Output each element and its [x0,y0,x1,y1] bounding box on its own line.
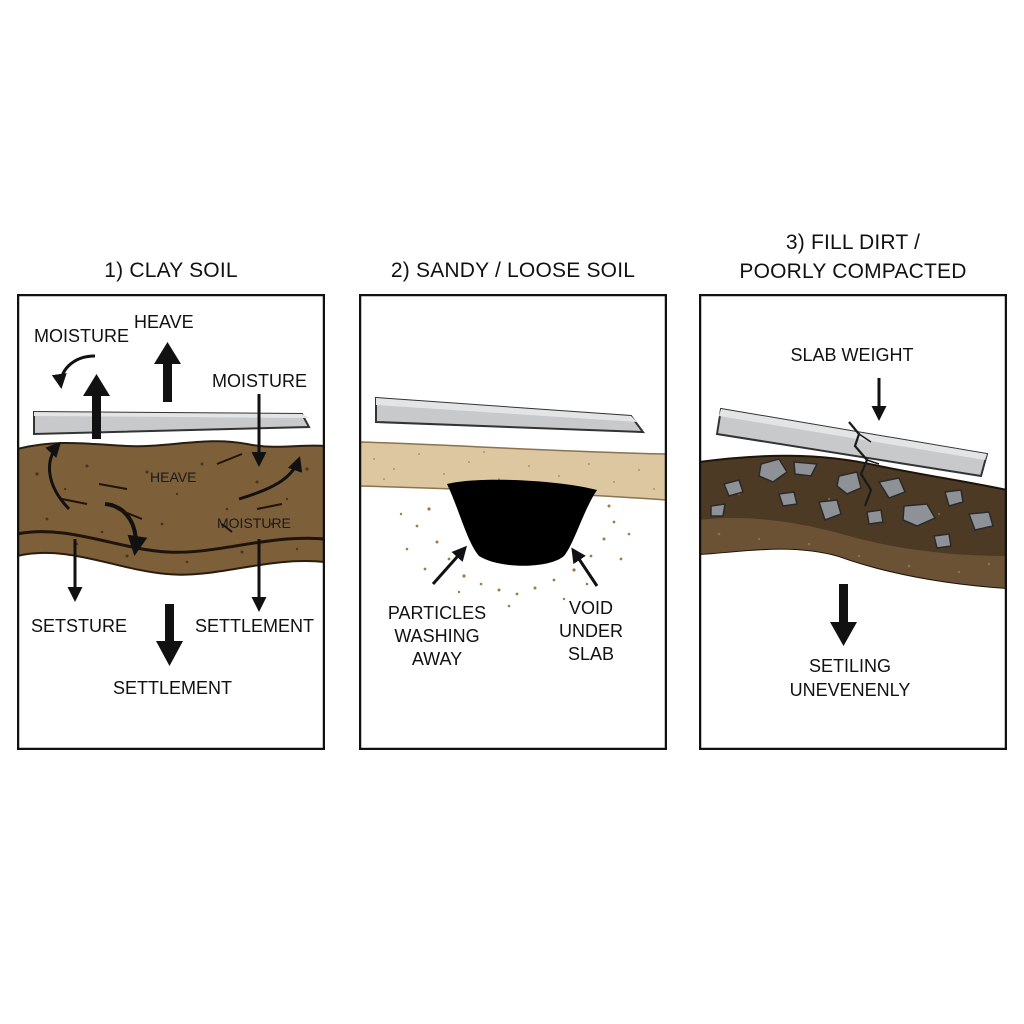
settlement-label-bottom: SETTLEMENT [113,678,232,698]
fill-dirt-lower-stratum [699,517,1007,588]
particles-label-line-2: WASHING [394,626,479,646]
particles-label-line-1: PARTICLES [388,603,486,623]
sandy-soil-panel: PARTICLES WASHING AWAY VOID UNDER SLAB [359,294,667,750]
slab-crack-branch [858,433,880,465]
void-label-line-2: UNDER [559,621,623,641]
washed-particles [399,504,631,608]
clay-soil-layer [17,440,325,576]
clay-soil-panel: MOISTURE HEAVE MOISTURE HEAVE MOISTURE S… [17,294,325,750]
void-label-line-1: VOID [569,598,613,618]
panel-3-title: 3) FILL DIRT / POORLY COMPACTED [700,228,1006,286]
heave-label-top: HEAVE [134,312,194,332]
particles-label: PARTICLES WASHING AWAY [388,603,486,669]
settling-arrow [830,584,857,646]
settling-label-line-2: UNEVENENLY [790,680,911,700]
fill-dirt-panel: SLAB WEIGHT SETILING UNEVENENLY [699,294,1007,750]
slab-weight-label: SLAB WEIGHT [790,345,913,365]
clay-soil-streaks [61,453,283,533]
particles-arrow [431,545,467,585]
void-arrow [571,547,599,587]
moisture-label-top-left: MOISTURE [34,326,129,346]
panel-1-title: 1) CLAY SOIL [18,256,324,285]
panel-frame [699,294,1007,750]
settling-label: SETILING UNEVENENLY [790,656,911,700]
moisture-label-in-soil: MOISTURE [217,515,291,531]
settling-label-line-1: SETILING [809,656,891,676]
concrete-slab [33,410,311,436]
soil-curved-arrow-left-upper [45,441,71,511]
settlement-label-right: SETTLEMENT [195,616,314,636]
particles-label-line-3: AWAY [412,649,462,669]
clay-soil-stratum-line [17,530,325,554]
moisture-label-top-right: MOISTURE [212,371,307,391]
concrete-slab [375,396,646,434]
soil-curved-arrow-right-upper [238,456,303,501]
heave-label-in-soil: HEAVE [150,469,196,485]
settlement-label-left: SETSTURE [31,616,127,636]
sand-grains [373,451,655,490]
void-label: VOID UNDER SLAB [559,598,623,664]
moisture-curved-arrow-left [51,354,96,389]
soil-curved-arrow-center [104,502,148,556]
void-under-slab [447,479,597,566]
rubble-rocks [710,458,994,549]
heave-arrow-up-left [83,374,110,439]
concrete-slab-cracked [715,407,989,478]
panel-3-title-line-1: 3) FILL DIRT / [785,231,921,254]
panel-frame [359,294,667,750]
panel-3-title-line-2: POORLY COMPACTED [739,260,967,283]
panel-2-title-line: 2) SANDY / LOOSE SOIL [390,259,636,282]
panel-2-title: 2) SANDY / LOOSE SOIL [360,256,666,285]
void-label-line-3: SLAB [568,644,614,664]
panel-1-title-line: 1) CLAY SOIL [104,259,238,282]
settlement-arrow-bottom [156,604,183,666]
panel-frame [17,294,325,750]
heave-arrow-up-center [154,342,181,402]
clay-soil-speckles [35,462,309,564]
